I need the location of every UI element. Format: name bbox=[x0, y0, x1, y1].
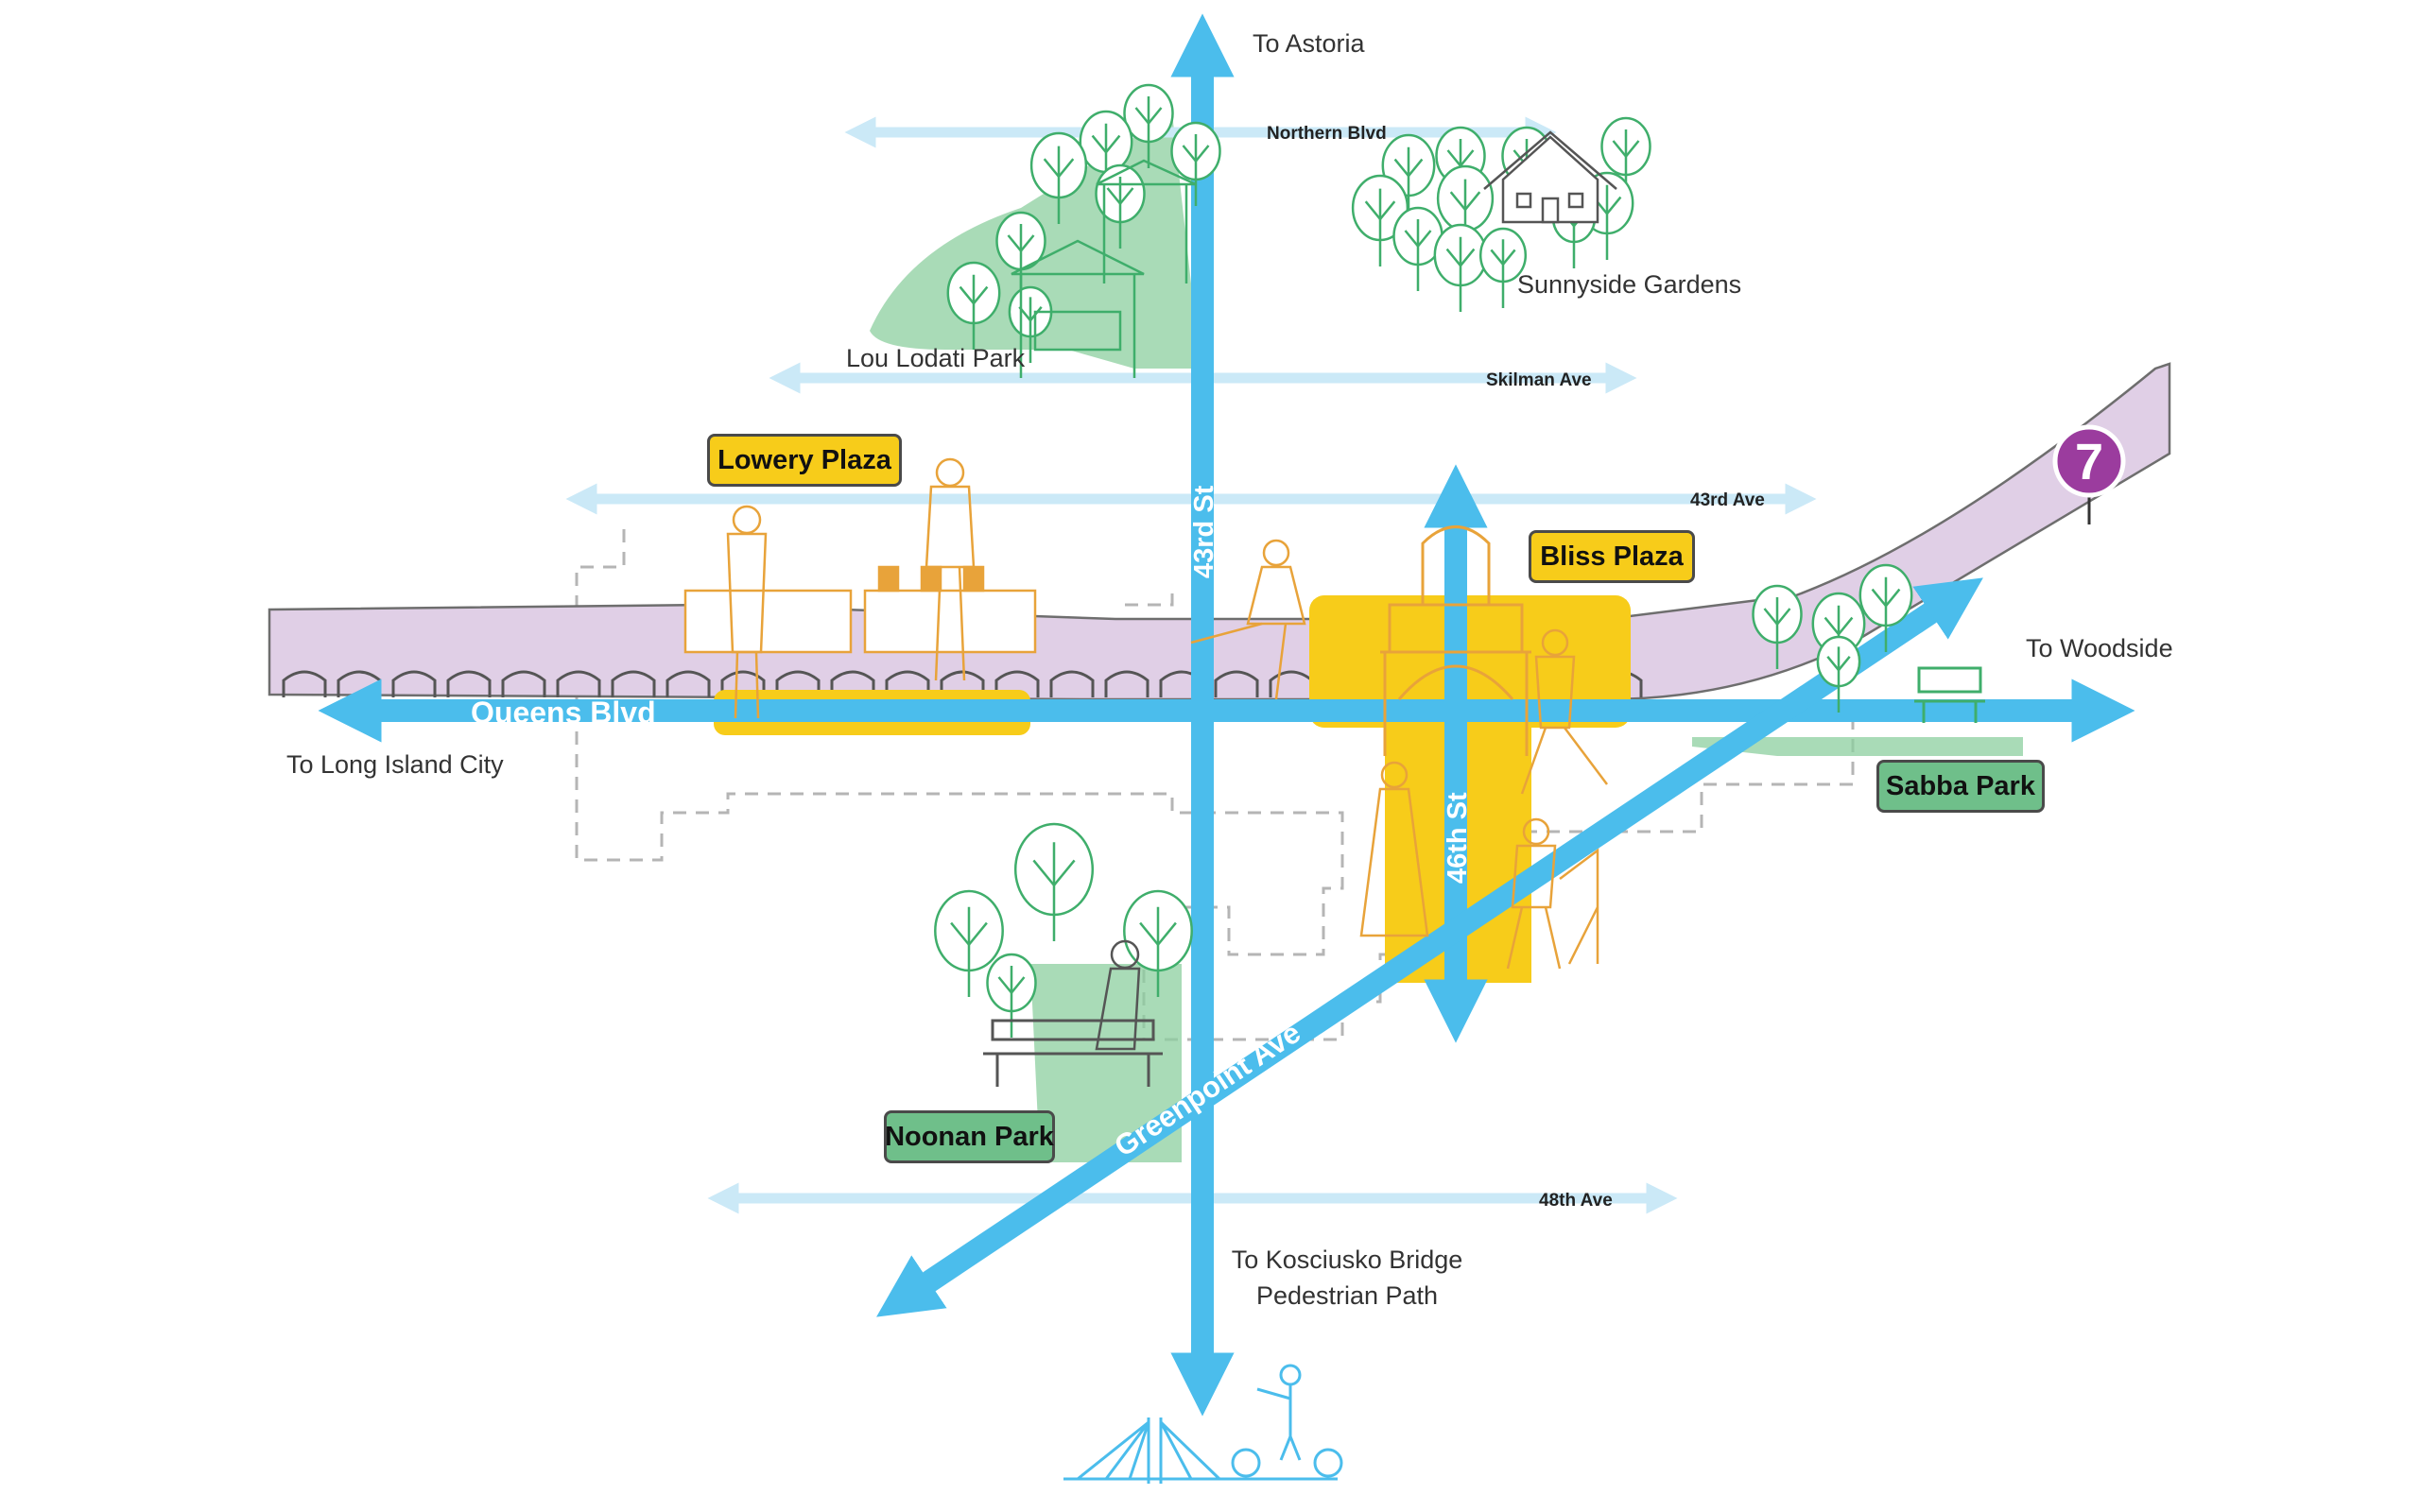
bliss-arch-icon bbox=[1380, 525, 1531, 756]
label-43rd-st: 43rd St bbox=[1189, 485, 1219, 578]
label-skillman-ave: Skilman Ave bbox=[1486, 370, 1592, 390]
label-to-kosciusko-bridge: To Kosciusko Bridge bbox=[1232, 1246, 1463, 1274]
people-figures-icon bbox=[726, 457, 1608, 970]
label-46th-st: 46th St bbox=[1443, 792, 1473, 884]
subway-line-number: 7 bbox=[2075, 434, 2103, 490]
label-to-astoria: To Astoria bbox=[1253, 29, 1366, 58]
label-to-woodside: To Woodside bbox=[2026, 634, 2173, 662]
greenpoint-ave bbox=[876, 577, 1983, 1317]
label-48th-ave: 48th Ave bbox=[1539, 1191, 1613, 1211]
label-sunnyside-gardens: Sunnyside Gardens bbox=[1517, 270, 1741, 299]
label-queens-blvd: Queens Blvd bbox=[471, 696, 656, 730]
label-43rd-ave: 43rd Ave bbox=[1690, 490, 1765, 510]
noonan-reader-figure bbox=[1095, 939, 1141, 1051]
bridge-icon bbox=[1063, 1364, 1343, 1484]
sabba-park-badge[interactable]: Sabba Park bbox=[1876, 760, 2045, 813]
label-pedestrian-path: Pedestrian Path bbox=[1256, 1281, 1438, 1310]
label-to-long-island-city: To Long Island City bbox=[286, 750, 504, 779]
subway-line-7-badge[interactable]: 7 bbox=[2052, 424, 2126, 524]
label-northern-blvd: Northern Blvd bbox=[1267, 124, 1387, 144]
house-icon bbox=[1483, 130, 1617, 224]
noonan-bench-icon bbox=[983, 1019, 1163, 1087]
pavilion-icon bbox=[1011, 159, 1197, 378]
bliss-plaza-badge[interactable]: Bliss Plaza bbox=[1529, 530, 1695, 583]
lowery-plaza-badge[interactable]: Lowery Plaza bbox=[707, 434, 902, 487]
label-lou-lodati-park: Lou Lodati Park bbox=[846, 344, 1026, 372]
market-stalls-icon bbox=[683, 565, 1037, 654]
bench-icon bbox=[1914, 666, 1985, 723]
noonan-park-badge[interactable]: Noonan Park bbox=[884, 1110, 1055, 1163]
